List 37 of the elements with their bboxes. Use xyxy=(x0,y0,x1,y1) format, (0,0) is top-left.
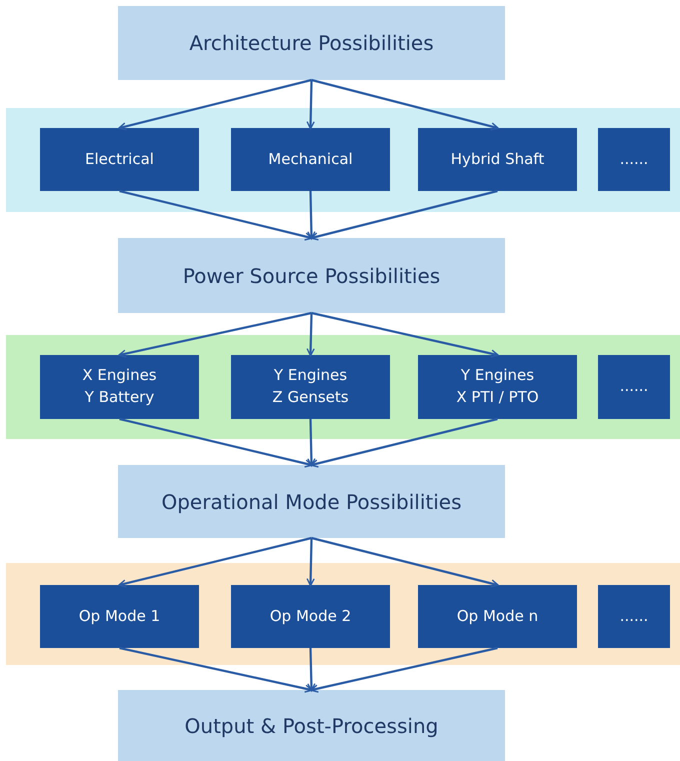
arrow xyxy=(118,78,312,131)
option-box: Y Engines X PTI / PTO xyxy=(418,355,577,419)
arrow xyxy=(310,646,498,693)
arrow xyxy=(307,190,316,240)
arrow xyxy=(119,418,313,468)
option-box: Y Engines Z Gensets xyxy=(231,355,390,419)
stage-box: Power Source Possibilities xyxy=(118,238,505,313)
option-box: Op Mode n xyxy=(418,585,577,648)
band-background xyxy=(6,563,680,665)
arrow xyxy=(310,190,498,241)
option-box: ...... xyxy=(598,585,670,648)
arrow xyxy=(311,78,499,131)
stage-box: Operational Mode Possibilities xyxy=(118,465,505,538)
arrow xyxy=(306,538,315,586)
option-box: Op Mode 1 xyxy=(40,585,199,648)
arrow xyxy=(311,536,499,588)
option-box: X Engines Y Battery xyxy=(40,355,199,419)
arrow xyxy=(119,646,313,693)
stage-box: Architecture Possibilities xyxy=(118,6,505,80)
option-box: Mechanical xyxy=(231,128,390,191)
band-background xyxy=(6,335,680,439)
option-box: Electrical xyxy=(40,128,199,191)
arrow xyxy=(307,418,316,466)
arrow xyxy=(119,190,313,241)
arrow xyxy=(306,80,315,130)
arrow xyxy=(307,648,316,692)
arrow xyxy=(118,312,312,358)
arrow xyxy=(306,312,315,356)
arrow xyxy=(310,418,498,468)
stage-box: Output & Post-Processing xyxy=(118,690,505,761)
option-box: ...... xyxy=(598,128,670,191)
arrow xyxy=(118,536,312,588)
arrow xyxy=(311,312,499,358)
option-box: ...... xyxy=(598,355,670,419)
option-box: Op Mode 2 xyxy=(231,585,390,648)
option-box: Hybrid Shaft xyxy=(418,128,577,191)
band-background xyxy=(6,108,680,212)
